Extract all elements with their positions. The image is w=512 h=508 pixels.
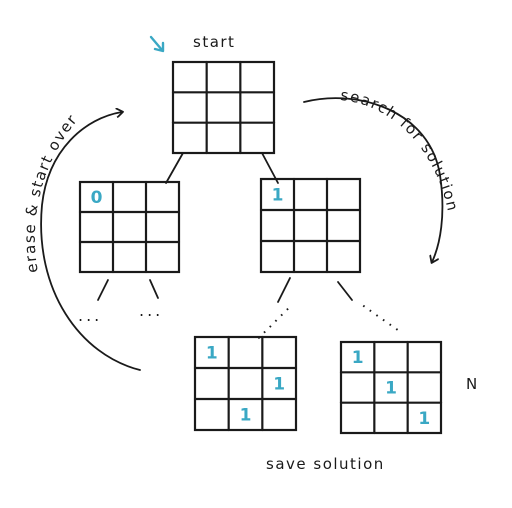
start-label: start [193, 33, 235, 51]
erase-arc [40, 112, 141, 371]
grid-cell-value: 1 [240, 406, 252, 426]
grid-frame [171, 60, 276, 155]
start-grid [171, 60, 276, 155]
ellipsis-diag-right: ...... [359, 293, 410, 336]
branch-one-right [337, 281, 353, 301]
branch-one-left [277, 277, 291, 303]
solution-grid-b: 1 1 1 [339, 340, 443, 435]
save-solution-label: save solution [266, 455, 385, 473]
solution-grid-a: 1 1 1 [193, 335, 298, 432]
grid-cell-value: 1 [206, 344, 218, 364]
grid-frame [78, 180, 181, 274]
erase-label: erase & start over [21, 110, 82, 274]
grid-cell-value: 1 [385, 379, 397, 399]
grid-cell-value: 1 [272, 186, 284, 206]
grid-cell-value: 1 [352, 348, 364, 368]
grid-frame [339, 340, 443, 435]
branch-left-a [97, 279, 109, 301]
arrow-down-right-icon [149, 35, 165, 53]
search-label: search for solution [340, 86, 463, 214]
ellipsis-right: ... [139, 301, 163, 320]
search-arc [303, 97, 444, 262]
grid-frame [193, 335, 298, 432]
branch-left-b [149, 279, 159, 299]
grid-cell-value: 1 [273, 375, 285, 395]
grid-cell-value: 1 [418, 409, 430, 429]
n-label: N [466, 375, 479, 393]
ellipsis-left: ... [78, 306, 102, 325]
grid-with-one: 1 [259, 177, 362, 274]
grid-frame [259, 177, 362, 274]
grid-cell-value: 0 [91, 188, 103, 208]
grid-with-zero: 0 [78, 180, 181, 274]
connector-to-zero [165, 152, 184, 184]
